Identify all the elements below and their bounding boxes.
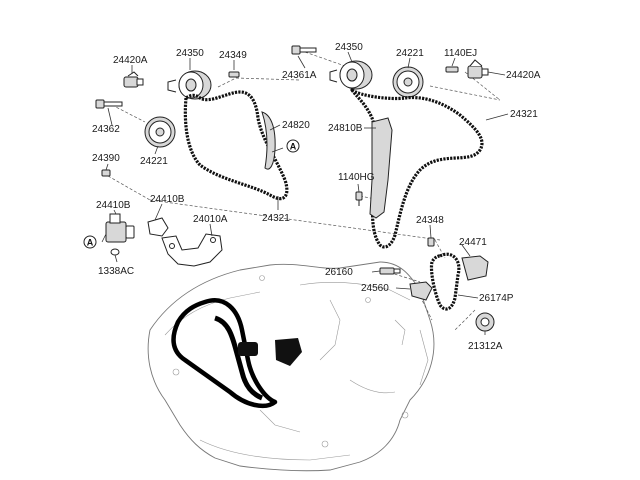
bolt-1140HG xyxy=(355,191,363,206)
part-number-labels: 24420A 24350 24349 24350 24361A 24221 11… xyxy=(92,42,541,352)
lower-timing-chain xyxy=(171,298,302,409)
tensioner-24410B-left xyxy=(105,213,135,243)
lower-tensioner-block xyxy=(238,342,258,356)
callout-lines xyxy=(101,51,509,335)
sensor-26160 xyxy=(379,267,401,275)
bolt-1140EJ xyxy=(445,66,459,73)
label-24321-center: 24321 xyxy=(262,213,290,224)
label-24410B-mid: 24410B xyxy=(150,194,185,205)
left-exhaust-sprocket-24221 xyxy=(144,116,176,148)
left-bolt-24420A xyxy=(123,71,144,88)
reference-marker-a-top: A xyxy=(286,139,300,153)
bolt-24348 xyxy=(427,237,435,247)
sprocket-21312A xyxy=(475,312,495,332)
label-24560: 24560 xyxy=(361,283,389,294)
oil-pump-chain xyxy=(429,252,461,311)
left-cam-sprocket-24350 xyxy=(167,70,212,100)
label-24362: 24362 xyxy=(92,124,120,135)
label-24420A-right: 24420A xyxy=(506,70,541,81)
chain-guide-24810B xyxy=(369,117,393,219)
label-1338AC: 1338AC xyxy=(98,266,134,277)
label-24471: 24471 xyxy=(459,237,487,248)
left-cam-chain-24321 xyxy=(183,90,289,201)
label-24350-left: 24350 xyxy=(176,48,204,59)
engine-block-outline xyxy=(147,261,435,472)
lower-sprocket-shape xyxy=(275,338,302,366)
label-24321-right: 24321 xyxy=(510,109,538,120)
label-24820: 24820 xyxy=(282,120,310,131)
label-24221-right: 24221 xyxy=(396,48,424,59)
label-24349: 24349 xyxy=(219,50,247,61)
label-24420A-left: 24420A xyxy=(113,55,148,66)
label-24410B-left: 24410B xyxy=(96,200,131,211)
label-24350-right: 24350 xyxy=(335,42,363,53)
chain-guide-24820 xyxy=(261,111,276,170)
label-24810B: 24810B xyxy=(328,123,363,134)
right-exhaust-sprocket-24221 xyxy=(392,66,424,98)
assembly-leader-lines xyxy=(107,51,501,331)
label-26160: 26160 xyxy=(325,267,353,278)
label-24221-left: 24221 xyxy=(140,156,168,167)
reference-marker-a-left: A xyxy=(83,235,97,249)
label-24348: 24348 xyxy=(416,215,444,226)
label-24390: 24390 xyxy=(92,153,120,164)
label-1140EJ: 1140EJ xyxy=(444,48,477,59)
label-1140HG: 1140HG xyxy=(338,172,375,183)
bolt-24362 xyxy=(95,99,123,109)
label-24010A: 24010A xyxy=(193,214,228,225)
label-24361A: 24361A xyxy=(282,70,317,81)
bolt-24361A xyxy=(291,45,317,55)
label-21312A: 21312A xyxy=(468,341,503,352)
right-bolt-24420A xyxy=(467,59,489,79)
reference-marker-a-top-text: A xyxy=(290,142,297,152)
tensioner-24471 xyxy=(461,255,489,281)
reference-marker-a-left-text: A xyxy=(87,238,94,248)
tensioner-arm-24410B xyxy=(147,217,169,237)
guide-24560 xyxy=(409,281,433,301)
label-26174P: 26174P xyxy=(479,293,514,304)
bolt-24390 xyxy=(101,169,111,177)
left-cam-bolt-24349 xyxy=(228,71,240,78)
washer-1338AC xyxy=(110,248,120,256)
gasket-24010A xyxy=(161,233,223,267)
right-cam-sprocket-24350 xyxy=(329,60,373,90)
